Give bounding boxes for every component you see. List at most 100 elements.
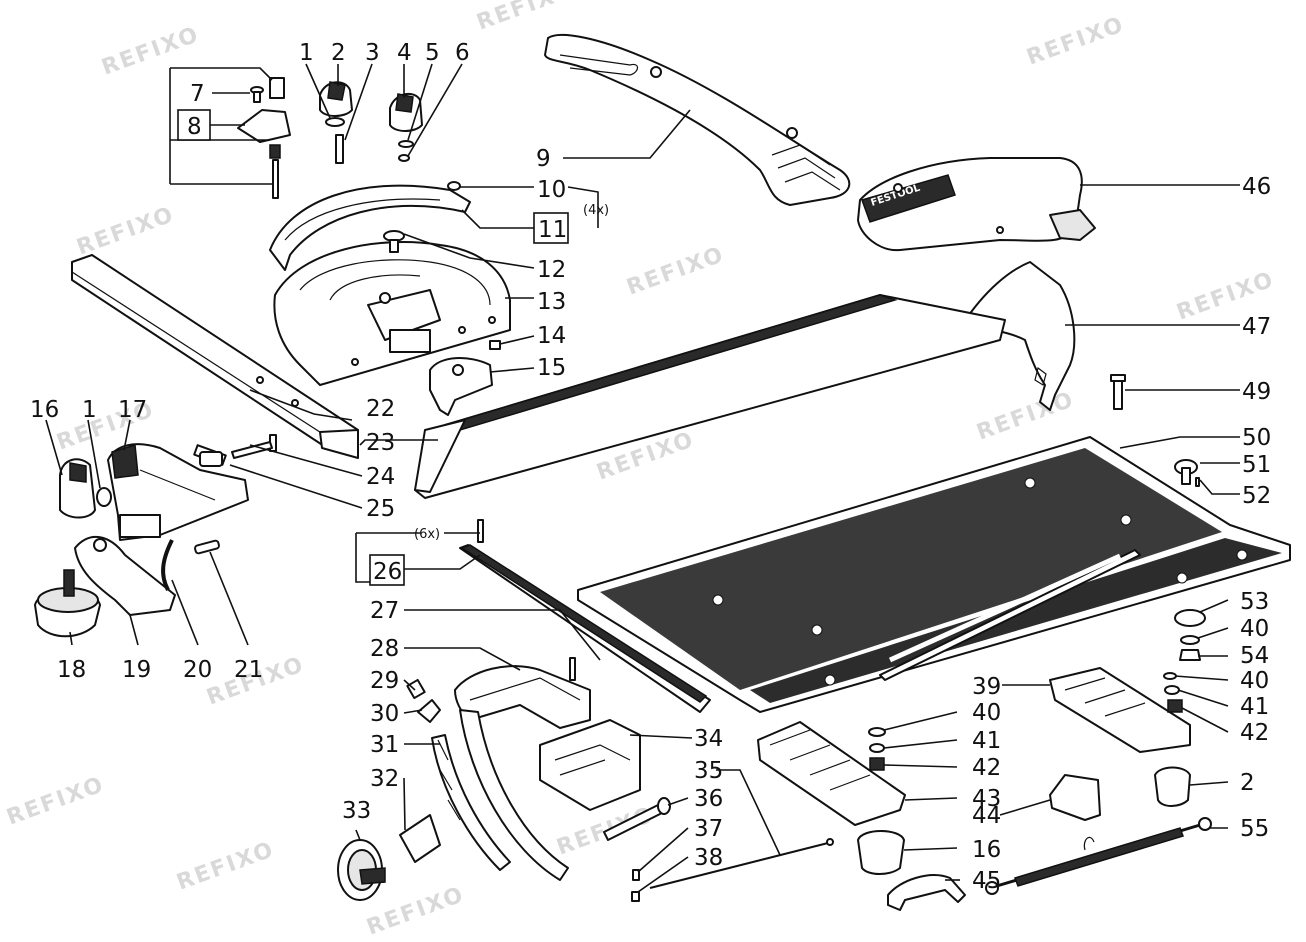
- callout-2: 2: [1240, 770, 1255, 796]
- callout-40: 40: [1240, 668, 1269, 694]
- part-24-sleeve: [199, 451, 223, 467]
- callout-40: 40: [972, 700, 1001, 726]
- callout-16: 16: [972, 837, 1001, 863]
- part-22-rail: [71, 254, 359, 459]
- part-16-knob-left: [59, 458, 96, 519]
- callout-47: 47: [1242, 314, 1271, 340]
- callout-7: 7: [190, 81, 205, 107]
- part-37-38-pins: [631, 869, 640, 902]
- callout-1: 1: [82, 397, 97, 423]
- part-39-rail-bracket: [1049, 667, 1191, 753]
- callout-54: 54: [1240, 643, 1269, 669]
- callout-5: 5: [425, 40, 440, 66]
- callout-33: 33: [342, 798, 371, 824]
- callout-17: 17: [118, 397, 147, 423]
- watermark: REFIXO: [4, 772, 108, 830]
- callout-box-26: [369, 554, 405, 586]
- callout-box-8: [177, 109, 211, 141]
- callout-52: 52: [1242, 483, 1271, 509]
- callout-13: 13: [537, 289, 566, 315]
- callout-46: 46: [1242, 174, 1271, 200]
- callout-53: 53: [1240, 589, 1269, 615]
- callout-12: 12: [537, 257, 566, 283]
- callout-41: 41: [1240, 694, 1269, 720]
- part-40-41-42-stack-a: [868, 727, 886, 771]
- part-35-rod: [649, 838, 834, 889]
- callout-6: 6: [455, 40, 470, 66]
- callout-3: 3: [365, 40, 380, 66]
- callout-45: 45: [972, 868, 1001, 894]
- leader-lines: [45, 63, 1240, 893]
- part-19-lever: [74, 535, 176, 616]
- part-9-guard-arm: [544, 33, 851, 206]
- callout-51: 51: [1242, 452, 1271, 478]
- callout-40: 40: [1240, 616, 1269, 642]
- part-23-fence: [414, 294, 1006, 499]
- callout-26: 26: [373, 559, 402, 585]
- callout-39: 39: [972, 674, 1001, 700]
- part-16-knob-bottom: [857, 830, 905, 875]
- part-40-41-42-stack-b: [1163, 672, 1183, 713]
- callout-10: 10: [537, 177, 566, 203]
- part-14-pin: [489, 340, 501, 350]
- callout-28: 28: [370, 636, 399, 662]
- part-17-clamp-assembly: [107, 434, 277, 541]
- part-13-miter-body: [273, 241, 511, 386]
- part-7-screw: [250, 86, 264, 103]
- callout-1: 1: [299, 40, 314, 66]
- part-15-bracket: [429, 357, 493, 416]
- callout-32: 32: [370, 766, 399, 792]
- part-10-screw: [447, 181, 461, 191]
- part-51-knob: [1174, 459, 1200, 487]
- callout-49: 49: [1242, 379, 1271, 405]
- part-1-washer-left: [96, 487, 112, 507]
- part-55-strap: [985, 817, 1212, 895]
- callout-35: 35: [694, 758, 723, 784]
- watermark: REFIXO: [474, 0, 578, 36]
- part-34-arc-assembly: [459, 709, 641, 881]
- watermark: REFIXO: [364, 882, 468, 938]
- callout-9: 9: [536, 146, 551, 172]
- part-46-blade-guard: FESTOOL: [857, 157, 1096, 252]
- callout-42: 42: [972, 755, 1001, 781]
- callout-36: 36: [694, 786, 723, 812]
- callout-38: 38: [694, 845, 723, 871]
- callout-19: 19: [122, 657, 151, 683]
- callout-23: 23: [366, 430, 395, 456]
- callout-24: 24: [366, 464, 395, 490]
- callout-14: 14: [537, 323, 566, 349]
- callout-34: 34: [694, 726, 723, 752]
- part-12-screw: [383, 230, 405, 253]
- part-6-nut: [398, 154, 410, 162]
- callout-44: 44: [972, 803, 1001, 829]
- callout-16: 16: [30, 397, 59, 423]
- part-28-bracket: [454, 657, 591, 729]
- part-25-screw: [231, 441, 273, 459]
- qty-note-6x: (6x): [414, 527, 440, 542]
- callout-29: 29: [370, 668, 399, 694]
- part-43-rail-bracket: [757, 721, 906, 826]
- watermark: REFIXO: [99, 22, 203, 80]
- part-5-washer: [398, 140, 414, 148]
- part-2-knob: [319, 81, 353, 117]
- callout-55: 55: [1240, 816, 1269, 842]
- callout-18: 18: [57, 657, 86, 683]
- watermark: REFIXO: [1024, 12, 1128, 70]
- part-45-hook: [887, 874, 966, 911]
- part-21-pin: [194, 539, 220, 555]
- callout-43: 43: [972, 786, 1001, 812]
- qty-note-4x: (4x): [583, 203, 609, 218]
- watermark: REFIXO: [624, 242, 728, 300]
- part-50-table-top: [577, 436, 1291, 713]
- callout-20: 20: [183, 657, 212, 683]
- part-8-clamp: [237, 77, 291, 199]
- part-47-riving-knife: [961, 261, 1076, 411]
- watermark: REFIXO: [174, 837, 278, 895]
- part-2-knob-right: [1154, 766, 1191, 807]
- part-29-screw: [406, 678, 426, 700]
- callout-37: 37: [694, 816, 723, 842]
- callout-8: 8: [187, 114, 202, 140]
- callout-numbers: 1 2 3 4 5 6 7 8 9 10 (4x) 11 12 13 14 15…: [30, 40, 1271, 894]
